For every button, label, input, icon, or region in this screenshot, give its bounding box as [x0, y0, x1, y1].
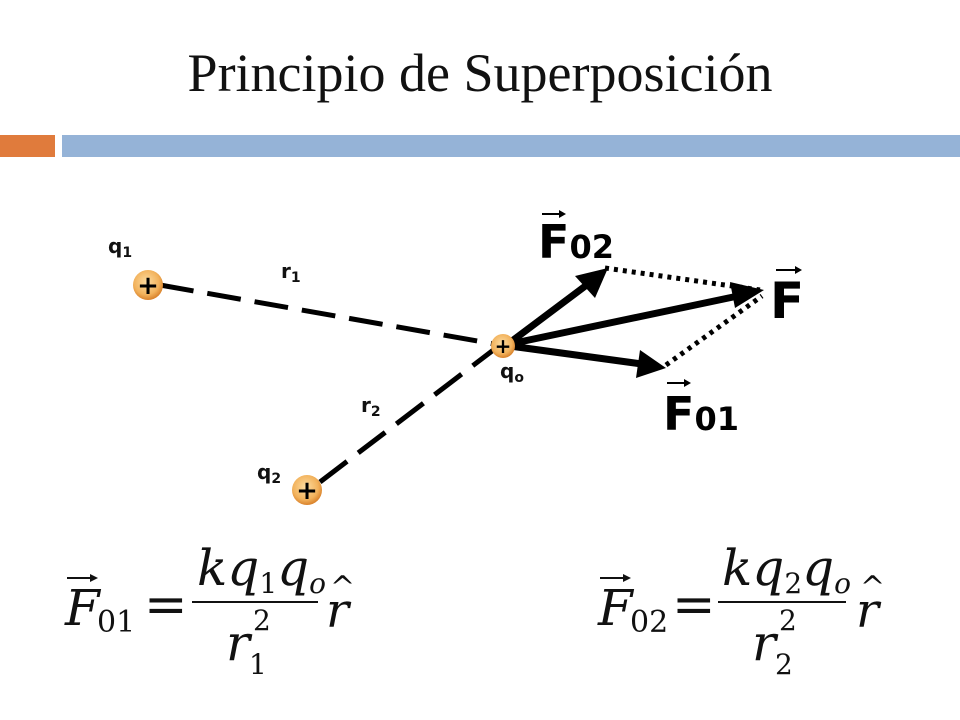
svg-text:2: 2: [779, 604, 797, 637]
vector-label-F02: F02: [538, 210, 614, 269]
svg-text:+: +: [495, 334, 512, 358]
distance-line-r1: [159, 282, 501, 348]
charge-q1: +: [133, 270, 163, 301]
svg-text:01: 01: [97, 605, 135, 640]
page-title: Principio de Superposición: [187, 43, 773, 103]
svg-text:+: +: [137, 271, 159, 301]
title-underline-bar: [62, 135, 960, 157]
svg-text:kq1qo: kq1qo: [197, 539, 326, 600]
svg-text:^: ^: [330, 570, 355, 605]
svg-text:r: r: [326, 583, 352, 639]
title-accent-bar: [0, 135, 55, 157]
charge-q2: +: [292, 475, 322, 506]
svg-text:02: 02: [630, 605, 668, 640]
vector-F01-arrow: [509, 342, 666, 378]
svg-text:2: 2: [775, 648, 793, 681]
svg-text:1: 1: [249, 648, 267, 681]
distance-label-r1: r1: [281, 259, 301, 286]
vector-F-resultant-arrow: [509, 282, 764, 348]
equation-F01: F 01 = kq1qo r 1 2 r ^: [64, 539, 355, 681]
distance-label-r2: r2: [361, 393, 381, 420]
distance-line-r2: [318, 346, 498, 484]
parallelogram-right-edge: [664, 293, 764, 368]
svg-text:F: F: [597, 579, 635, 637]
vector-F02-arrow: [505, 268, 608, 347]
charge-qo: +: [491, 334, 515, 358]
svg-text:F: F: [770, 272, 804, 330]
charge-label-q2: q2: [257, 460, 281, 487]
svg-text:r: r: [752, 614, 779, 672]
svg-text:F: F: [64, 579, 102, 637]
vector-label-F: F: [770, 266, 804, 330]
svg-text:kq2qo: kq2qo: [722, 539, 851, 600]
svg-text:^: ^: [860, 570, 885, 605]
svg-text:=: =: [672, 575, 716, 635]
svg-text:F01: F01: [663, 387, 739, 441]
vector-label-F01: F01: [663, 379, 739, 441]
svg-text:F02: F02: [538, 215, 614, 269]
svg-text:=: =: [144, 575, 188, 635]
equation-F02: F 02 = kq2qo r 2 2 r ^: [597, 539, 885, 681]
charge-label-qo: qo: [500, 359, 524, 386]
svg-text:r: r: [856, 583, 882, 639]
charge-label-q1: q1: [108, 234, 132, 261]
svg-text:r: r: [226, 614, 253, 672]
svg-text:2: 2: [253, 604, 271, 637]
svg-text:+: +: [296, 476, 318, 506]
